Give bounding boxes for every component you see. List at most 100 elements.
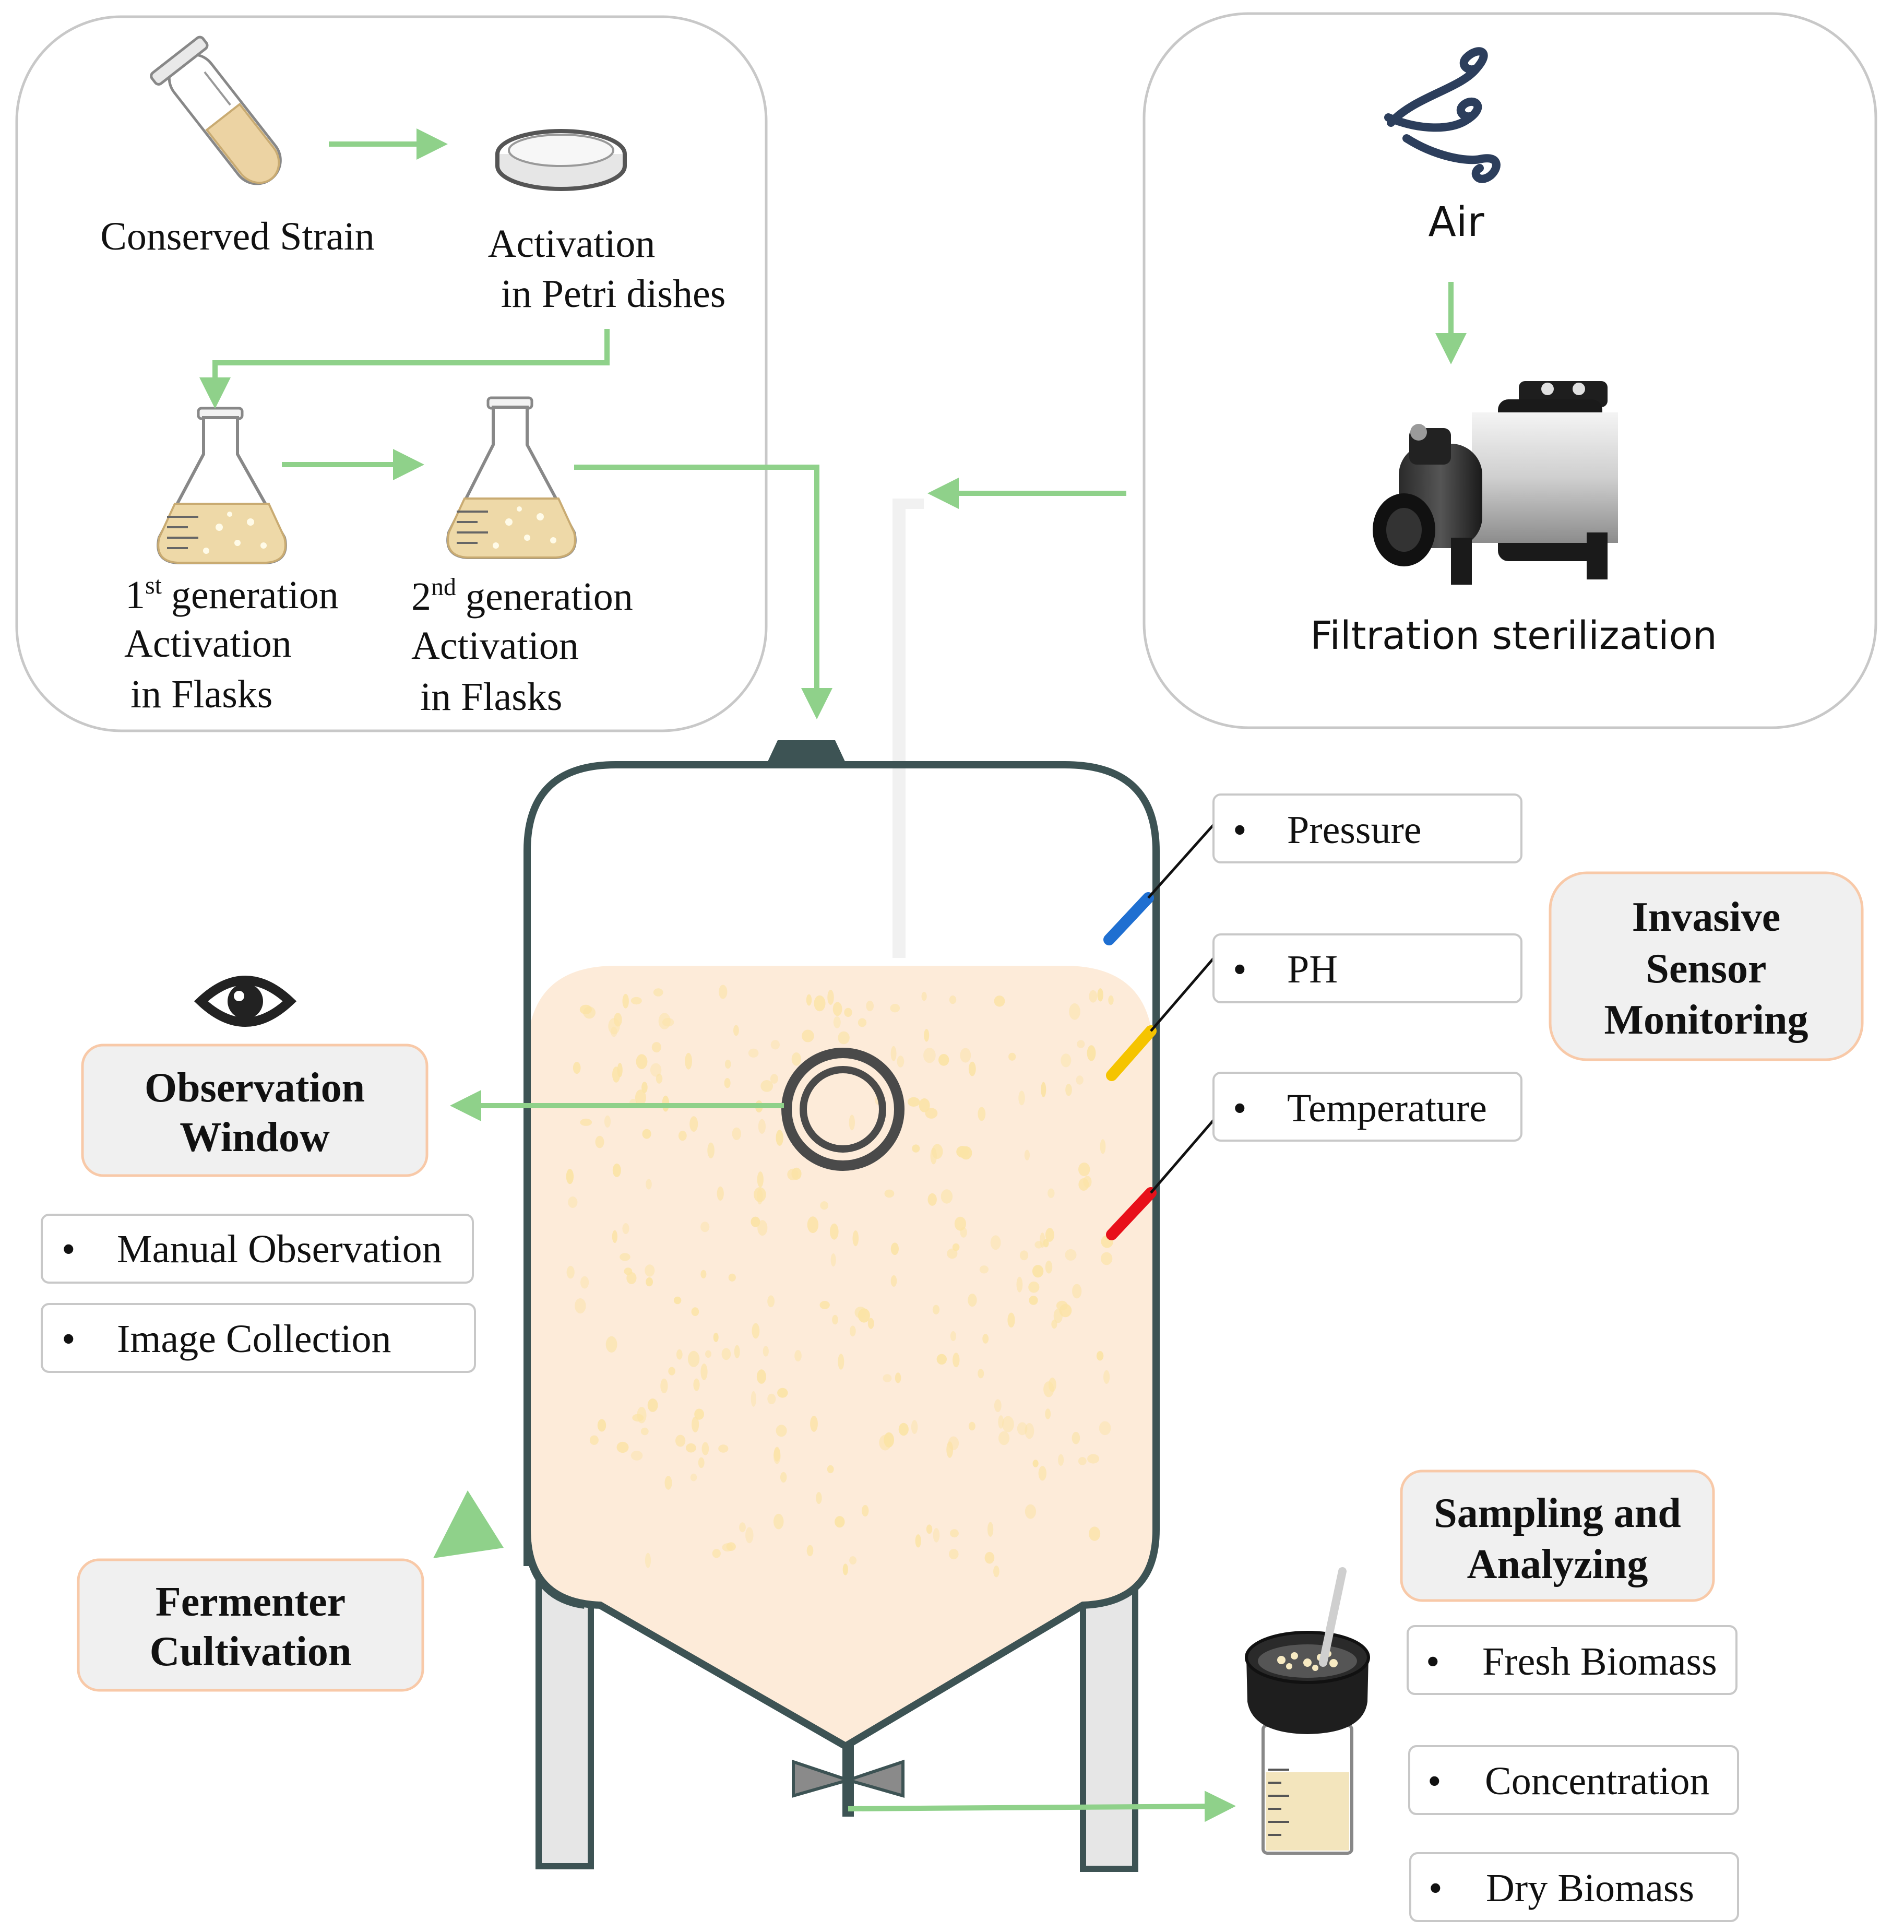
sensor-item <box>1212 1072 1522 1142</box>
observation-manual-label: Manual Observation <box>117 1227 442 1271</box>
cell-particle <box>1069 1003 1080 1020</box>
cell-particle <box>890 1004 900 1013</box>
svg-text:•: • <box>1429 1866 1443 1910</box>
cell-particle <box>1045 1228 1054 1242</box>
cell-particle <box>777 1388 788 1398</box>
sieve-beaker-icon <box>1245 1567 1370 1855</box>
cell-particle <box>979 1265 989 1274</box>
cell-particle <box>960 1048 971 1063</box>
cell-particle <box>647 1398 658 1412</box>
cell-particle <box>1101 1252 1113 1265</box>
cell-particle <box>630 997 642 1005</box>
cell-particle <box>978 1107 986 1121</box>
cell-particle <box>686 1443 696 1453</box>
observation-item <box>41 1214 474 1284</box>
cell-particle <box>630 1451 643 1461</box>
cell-particle <box>756 1369 766 1384</box>
cell-particle <box>595 1135 604 1148</box>
invasive-sensor-heading-box <box>1549 871 1864 1061</box>
sensor-list: • Pressure • PH • Temperature Invasive S… <box>1212 793 1864 1142</box>
fermenter-cultivation-section: Fermenter Cultivation <box>77 1558 424 1692</box>
cell-particle <box>1016 1276 1023 1293</box>
cell-particle <box>757 1220 768 1236</box>
cell-particle <box>794 1350 802 1362</box>
cell-particle <box>994 995 1005 1007</box>
cell-particle <box>622 1223 629 1234</box>
cell-particle <box>718 1444 729 1453</box>
cell-particle <box>833 1016 841 1028</box>
fermenter-vessel <box>523 499 1217 1872</box>
cell-particle <box>1087 1045 1096 1061</box>
cell-particle <box>637 1407 647 1424</box>
sensor-ph-label: PH <box>1287 947 1338 991</box>
cell-particle <box>640 1427 649 1436</box>
label-flask2-line2: Activation <box>411 624 579 668</box>
observation-heading-line1: Observation <box>145 1065 365 1111</box>
cell-particle <box>897 1056 905 1068</box>
cell-particle <box>936 1354 947 1365</box>
cell-particle <box>767 1393 776 1404</box>
temperature-probe <box>1106 1187 1157 1240</box>
cell-particle <box>575 1298 586 1314</box>
cell-particle <box>1043 1381 1054 1397</box>
cell-particle <box>956 1146 969 1158</box>
cell-particle <box>724 1059 731 1069</box>
cell-particle <box>754 1187 766 1202</box>
cell-particle <box>982 1334 989 1344</box>
cell-particle <box>1053 1308 1063 1323</box>
cell-particle <box>898 1423 909 1436</box>
fermenter-heading-line2: Cultivation <box>150 1629 352 1675</box>
cell-particle <box>728 1273 736 1282</box>
svg-text:•: • <box>1233 808 1247 852</box>
cell-particle <box>1019 1250 1029 1261</box>
cell-particle <box>642 1129 651 1139</box>
sampling-fresh-label: Fresh Biomass <box>1482 1640 1717 1684</box>
cell-particle <box>757 1171 764 1188</box>
petri-dish-icon <box>495 129 627 191</box>
cell-particle <box>1007 1312 1015 1328</box>
cell-particle <box>622 993 629 1009</box>
cell-particle <box>866 1000 874 1012</box>
cell-particle <box>722 1543 733 1552</box>
eye-icon <box>194 976 297 1027</box>
cell-particle <box>691 1307 699 1317</box>
cell-particle <box>597 1419 606 1432</box>
cell-particle <box>814 995 826 1012</box>
cell-particle <box>713 1332 719 1342</box>
cell-particle <box>844 1008 852 1017</box>
sensor-temperature-label: Temperature <box>1287 1086 1487 1130</box>
svg-text:•: • <box>1426 1640 1440 1684</box>
cell-particle <box>653 988 663 997</box>
cell-particle <box>1045 1260 1053 1274</box>
cell-particle <box>689 1116 698 1132</box>
cell-particle <box>968 1421 975 1431</box>
cell-particle <box>1032 1460 1039 1467</box>
cell-particle <box>660 1378 668 1394</box>
cell-particle <box>763 1346 769 1357</box>
observation-section: Observation Window • Manual Observation … <box>41 976 476 1373</box>
cell-particle <box>707 1142 715 1158</box>
cell-particle <box>1065 1084 1072 1096</box>
cell-particle <box>1045 1408 1051 1419</box>
sampling-item <box>1408 1745 1739 1815</box>
cell-particle <box>566 1169 574 1184</box>
cell-particle <box>858 1018 867 1027</box>
label-petri-line2: in Petri dishes <box>501 272 726 316</box>
cell-particle <box>791 1052 801 1066</box>
observation-item <box>41 1303 476 1373</box>
cell-particle <box>1103 1370 1110 1384</box>
cell-particle <box>732 1127 742 1140</box>
cell-particle <box>819 1301 830 1309</box>
cell-particle <box>1058 1454 1064 1466</box>
wind-icon <box>1384 47 1501 183</box>
cell-particle <box>960 1227 967 1238</box>
cell-particle <box>650 1063 662 1077</box>
cell-particle <box>692 1416 699 1432</box>
cell-particle <box>580 1276 589 1289</box>
cell-particle <box>802 1029 814 1042</box>
cell-particle <box>932 1305 940 1314</box>
cell-particle <box>752 1323 760 1339</box>
cell-particle <box>984 1551 995 1564</box>
cell-particle <box>773 1513 784 1530</box>
cell-particle <box>645 1264 655 1277</box>
